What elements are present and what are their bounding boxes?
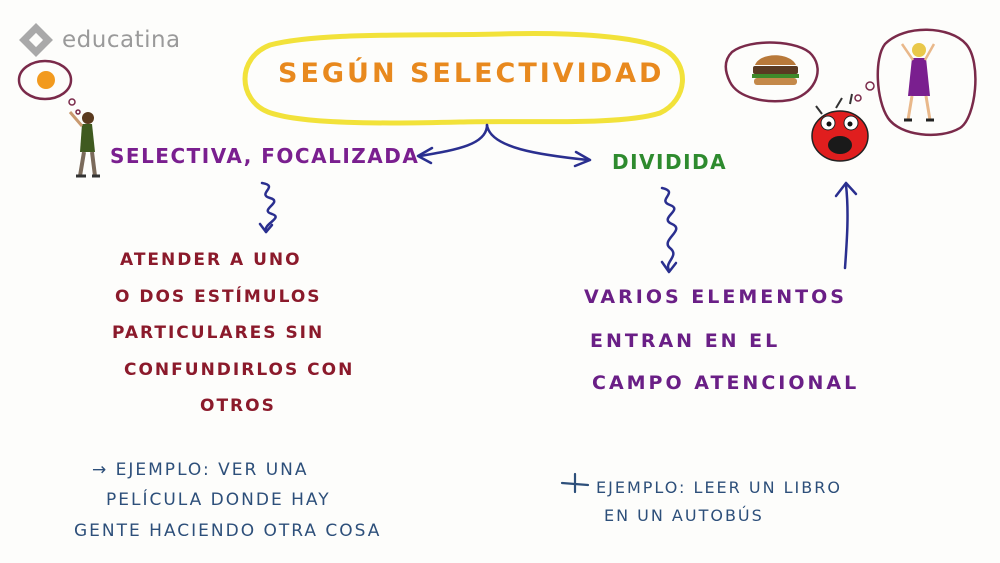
left-example-line: → Ejemplo: ver una <box>92 460 309 480</box>
left-heading: Selectiva, focalizada <box>110 144 420 168</box>
page-title: Según selectividad <box>278 58 665 89</box>
left-example-line: película donde hay <box>106 490 331 510</box>
left-example-line: gente haciendo otra cosa <box>74 521 382 541</box>
left-definition-line: otros <box>200 396 276 416</box>
right-definition-line: entran en el <box>590 330 781 352</box>
title-bubble <box>242 31 685 126</box>
red-surprised-face-icon <box>811 93 869 162</box>
right-example-marker <box>560 472 590 494</box>
left-definition-line: o dos estímulos <box>115 287 322 307</box>
left-definition-line: particulares sin <box>112 323 325 343</box>
woman-thought-icon <box>854 28 977 137</box>
right-example-line: en un autobús <box>604 506 764 525</box>
hamburger-thought-icon <box>724 41 819 103</box>
branch-arrow <box>416 123 592 168</box>
educatina-logo-icon <box>19 23 53 57</box>
right-definition-line: Varios elementos <box>584 286 847 308</box>
right-squiggle-arrow <box>660 186 678 274</box>
up-arrow <box>834 181 858 270</box>
brand-logo: educatina <box>16 20 181 60</box>
left-definition-line: confundirlos con <box>124 360 355 380</box>
right-heading: Dividida <box>612 150 728 174</box>
left-squiggle-arrow <box>258 181 277 234</box>
brand-name: educatina <box>62 27 181 53</box>
right-definition-line: campo atencional <box>592 372 860 394</box>
left-definition-line: Atender a uno <box>120 250 302 270</box>
kid-with-ball-icon <box>17 59 100 178</box>
right-example-line: Ejemplo: leer un libro <box>596 478 842 497</box>
